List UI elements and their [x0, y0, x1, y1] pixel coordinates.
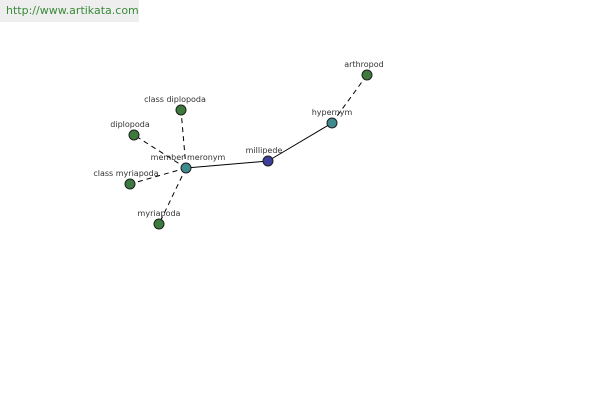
edge-millipede-to-member-meronym	[185, 160, 269, 169]
node-circle[interactable]	[326, 117, 338, 129]
node-circle[interactable]	[361, 69, 373, 81]
site-url-link[interactable]: http://www.artikata.com	[6, 4, 139, 17]
node-circle[interactable]	[128, 129, 140, 141]
edge-member-meronym-to-class-diplopoda	[180, 109, 187, 169]
node-label: class diplopoda	[144, 95, 206, 104]
edge-member-meronym-to-diplopoda	[133, 134, 187, 169]
node-label: millipede	[246, 146, 283, 155]
node-circle[interactable]	[180, 162, 192, 174]
node-label: arthropod	[344, 60, 383, 69]
node-class-diplopoda[interactable]: class diplopoda	[144, 95, 206, 116]
url-banner: http://www.artikata.com	[0, 0, 139, 22]
node-circle[interactable]	[175, 104, 187, 116]
node-label: myriapoda	[138, 209, 181, 218]
node-label: member meronym	[151, 153, 226, 162]
edge-member-meronym-to-myriapoda	[158, 167, 187, 225]
node-circle[interactable]	[153, 218, 165, 230]
node-circle[interactable]	[124, 178, 136, 190]
edge-hypernym-to-arthropod	[331, 74, 368, 124]
node-member-meronym[interactable]: member meronym	[151, 153, 226, 174]
edges-layer	[129, 74, 368, 225]
nodes-layer: millipede member meronym hypernym arthropod…	[93, 60, 384, 230]
node-class-myriapoda[interactable]: class myriapoda	[93, 169, 159, 190]
node-circle[interactable]	[262, 155, 274, 167]
node-arthropod[interactable]: arthropod	[344, 60, 384, 81]
node-diplopoda[interactable]: diplopoda	[110, 120, 150, 141]
edge-member-meronym-to-class-myriapoda	[129, 167, 187, 185]
node-label: hypernym	[312, 108, 353, 117]
node-label: diplopoda	[110, 120, 150, 129]
node-label: class myriapoda	[93, 169, 158, 178]
edge-millipede-to-hypernym	[267, 122, 333, 162]
node-millipede[interactable]: millipede	[246, 146, 283, 167]
node-myriapoda[interactable]: myriapoda	[138, 209, 181, 230]
node-hypernym[interactable]: hypernym	[312, 108, 353, 129]
